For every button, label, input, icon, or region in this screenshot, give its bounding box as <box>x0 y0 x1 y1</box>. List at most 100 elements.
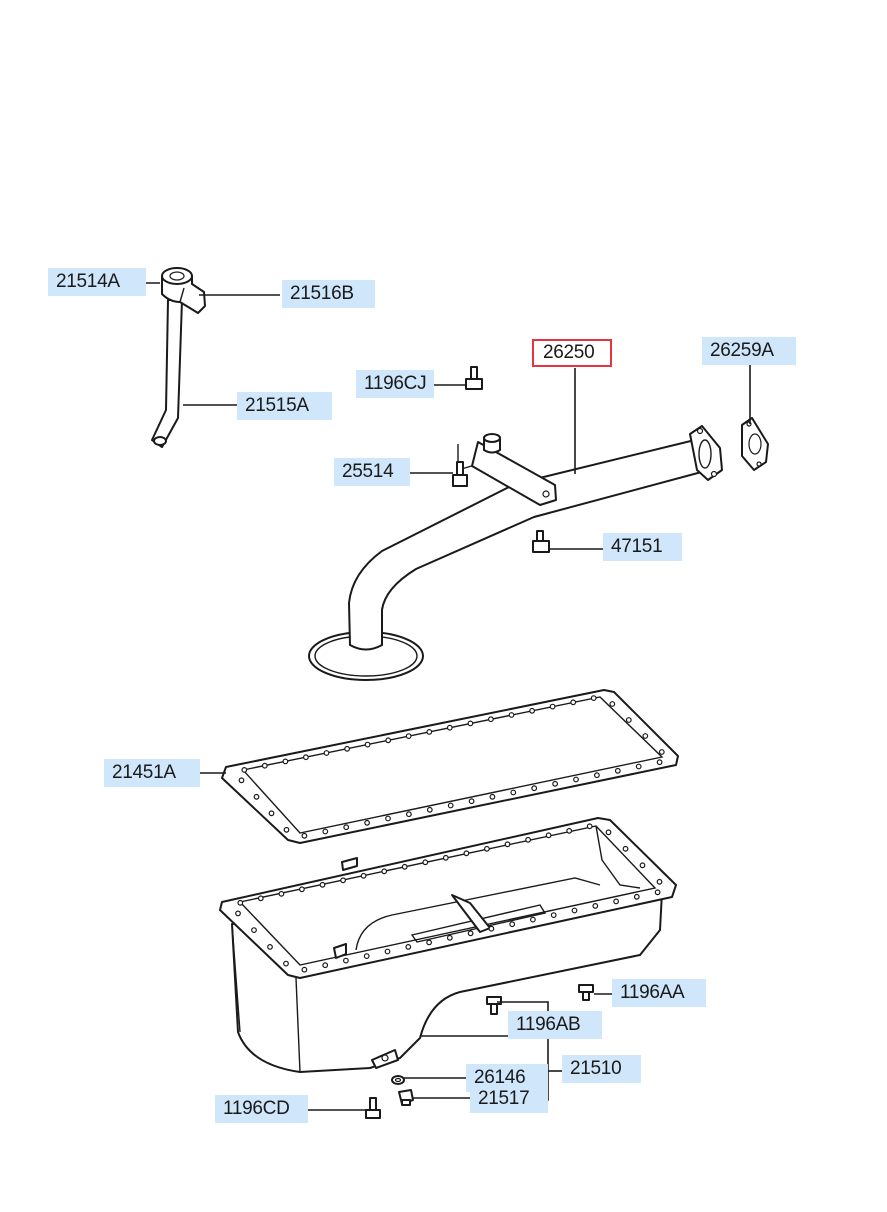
bolt-hole <box>381 868 388 875</box>
nut-47151[interactable] <box>532 530 550 553</box>
bolt-hole <box>303 754 309 761</box>
part-label-1196CD[interactable]: 1196CD <box>215 1095 308 1123</box>
bolt-25514[interactable] <box>452 461 468 487</box>
bolt-hole <box>363 953 370 959</box>
bolt-hole <box>405 944 412 950</box>
bolt-hole <box>283 826 290 833</box>
bolt-hole <box>635 763 642 770</box>
bolt-hole <box>656 878 663 885</box>
bolt-hole <box>488 716 494 723</box>
bolt-hole <box>319 881 326 888</box>
part-label-26250[interactable]: 26250 <box>532 339 612 367</box>
part-label-21517[interactable]: 21517 <box>470 1085 548 1113</box>
part-label-21515A[interactable]: 21515A <box>237 392 332 420</box>
bolt-1196CJ[interactable] <box>465 366 483 390</box>
bolt-hole <box>639 862 646 869</box>
bolt-hole <box>590 695 597 701</box>
bolt-hole <box>406 811 412 818</box>
bolt-hole <box>442 854 449 861</box>
bolt-hole <box>467 720 474 727</box>
oil-pan[interactable] <box>219 817 677 1073</box>
part-label-1196AB[interactable]: 1196AB <box>508 1011 602 1039</box>
bolt-hole <box>484 845 490 852</box>
bolt-hole <box>570 699 577 706</box>
bolt-hole <box>571 907 578 914</box>
part-label-21510[interactable]: 21510 <box>562 1055 641 1083</box>
bolt-hole <box>531 785 538 792</box>
bolt-hole <box>344 745 351 752</box>
bolt-hole <box>364 819 371 826</box>
part-label-47151[interactable]: 47151 <box>603 533 682 561</box>
bolt-1196CD[interactable] <box>365 1097 381 1119</box>
bolt-hole <box>405 733 412 739</box>
bolt-hole <box>592 903 599 909</box>
bolt-hole <box>322 828 329 835</box>
bolt-hole <box>467 930 474 937</box>
bolt-hole <box>323 750 330 756</box>
bolt-hole <box>552 780 558 787</box>
bolt-hole <box>530 916 536 923</box>
drain-plug-gasket-26146[interactable] <box>391 1075 405 1085</box>
bolt-hole <box>282 758 289 765</box>
bolt-hole <box>426 939 433 946</box>
bolt-hole <box>613 898 619 905</box>
bolt-hole <box>642 733 649 739</box>
bolt-hole <box>426 729 433 735</box>
bolt-hole <box>343 824 350 831</box>
bolt-hole <box>446 724 453 731</box>
bolt-hole <box>235 910 241 917</box>
bolt-hole <box>545 832 552 839</box>
drain-plug-21517[interactable] <box>398 1089 414 1106</box>
bolt-hole <box>385 815 391 822</box>
bolt-hole <box>238 777 245 784</box>
bolt-hole <box>510 789 517 796</box>
pipe-gasket[interactable] <box>741 417 769 471</box>
bolt-hole <box>594 772 600 779</box>
bolt-hole <box>261 762 268 769</box>
part-label-21451A[interactable]: 21451A <box>104 759 200 787</box>
bolt-hole <box>550 912 557 918</box>
bolt-hole <box>489 793 496 800</box>
bolt-hole <box>299 886 305 893</box>
bolt-hole <box>322 962 329 969</box>
bolt-hole <box>468 798 475 805</box>
part-label-21514A[interactable]: 21514A <box>48 268 146 296</box>
bolt-hole <box>658 749 665 755</box>
oil-screen-assembly[interactable] <box>308 425 723 681</box>
bolt-hole <box>301 832 308 839</box>
bolt-hole <box>609 701 616 707</box>
bolt-hole <box>401 863 408 870</box>
bolt-hole <box>426 806 433 813</box>
bolt-hole <box>622 845 629 852</box>
bolt-1196AB[interactable] <box>486 996 502 1015</box>
part-label-26259A[interactable]: 26259A <box>702 337 796 365</box>
part-label-21516B[interactable]: 21516B <box>282 280 375 308</box>
bolt-hole <box>509 921 516 928</box>
bolt-hole <box>566 827 573 834</box>
oil-pan-gasket[interactable] <box>221 689 679 844</box>
bolt-hole <box>253 793 260 800</box>
bolt-hole <box>633 893 640 900</box>
bolt-hole <box>463 850 470 857</box>
part-label-25514[interactable]: 25514 <box>334 458 410 486</box>
bolt-hole <box>278 890 285 897</box>
bolt-hole <box>656 759 663 766</box>
part-label-1196CJ[interactable]: 1196CJ <box>356 370 434 398</box>
bolt-hole <box>343 957 349 964</box>
bolt-hole <box>267 944 273 950</box>
bolt-hole <box>384 948 391 955</box>
bolt-hole <box>549 703 556 710</box>
bolt-hole <box>257 895 264 902</box>
part-label-1196AA[interactable]: 1196AA <box>612 979 706 1007</box>
bolt-hole <box>385 737 392 744</box>
dipstick-assembly[interactable] <box>151 267 206 448</box>
bolt-hole <box>251 927 257 933</box>
bolt-hole <box>283 960 289 967</box>
bolt-hole <box>447 802 454 809</box>
bolt-hole <box>446 934 453 941</box>
bolt-hole <box>237 899 244 906</box>
bolt-hole <box>340 877 347 884</box>
bolt-hole <box>529 707 535 714</box>
bolt-1196AA[interactable] <box>578 984 594 1001</box>
